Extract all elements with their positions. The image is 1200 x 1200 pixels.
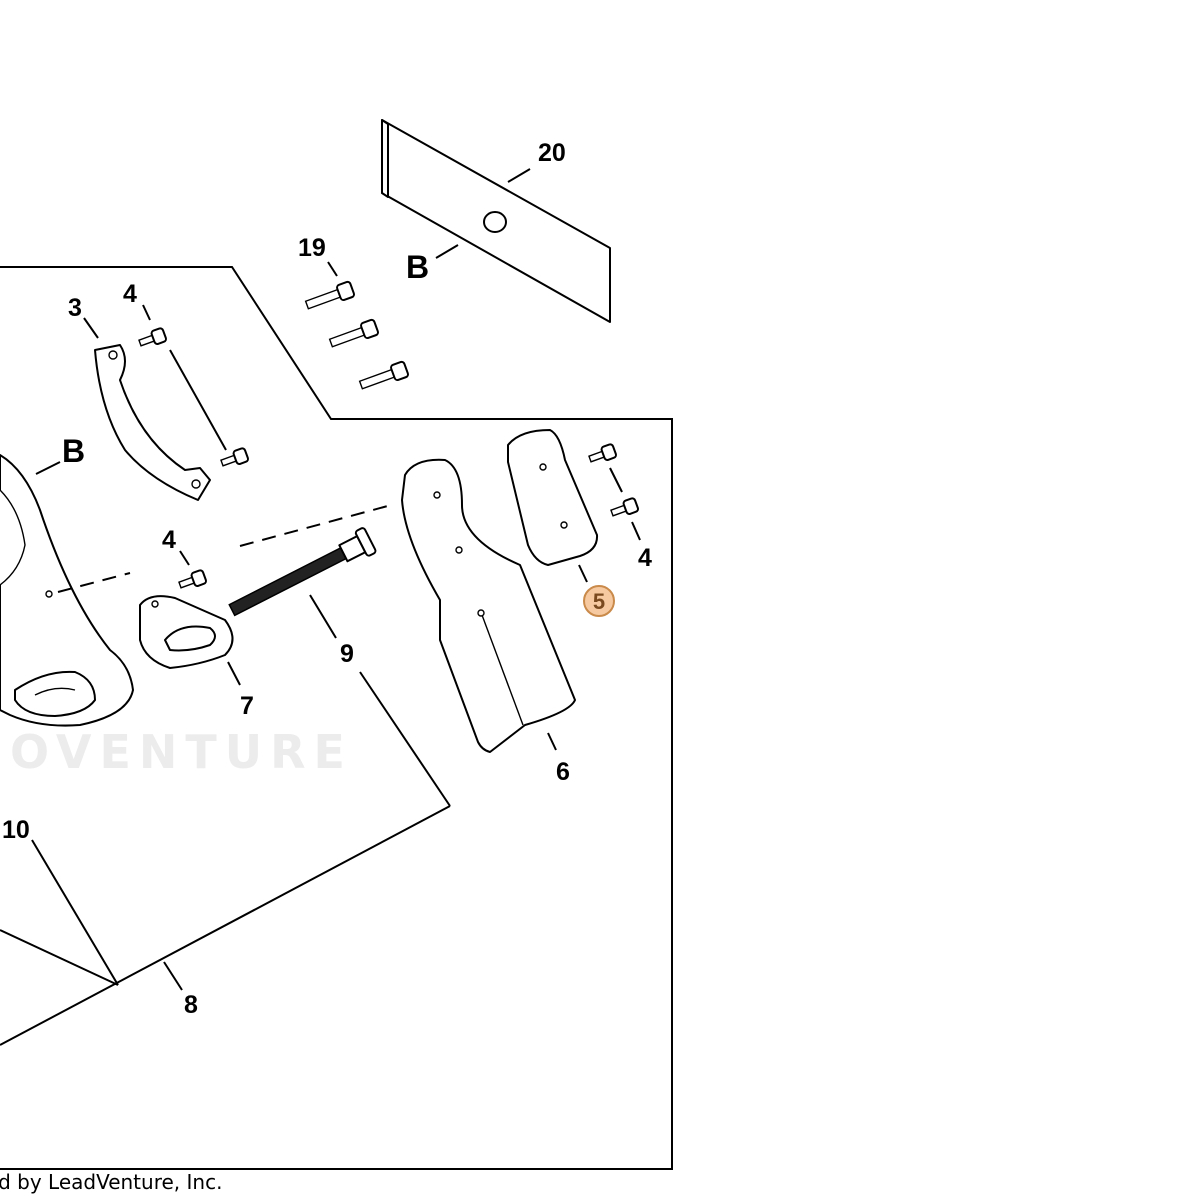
leader-4-right	[631, 521, 641, 541]
callout-20: 20	[538, 139, 566, 167]
leader-4-upper-axis	[169, 349, 227, 451]
callout-4-right: 4	[638, 544, 652, 572]
callout-19: 19	[298, 234, 326, 262]
part-5-plate	[507, 429, 599, 566]
part-19-bolts	[304, 280, 409, 390]
leader-5	[578, 564, 588, 583]
leader-6	[547, 732, 557, 751]
callout-6: 6	[556, 758, 570, 786]
leader-4-upper	[142, 304, 151, 321]
callout-5: 5	[593, 589, 605, 614]
reference-label-b-top: B	[406, 249, 429, 285]
reference-label-b-left: B	[62, 433, 85, 469]
leader-20	[507, 168, 531, 183]
part-9-tension-screw	[228, 527, 377, 617]
callout-8: 8	[184, 991, 198, 1019]
leader-4-middle	[179, 550, 190, 566]
leader-3	[83, 317, 99, 339]
callout-10: 10	[2, 816, 30, 844]
callout-4-upper: 4	[123, 280, 137, 308]
part-4-screws-right	[588, 443, 639, 517]
part-6-cover-plate	[401, 458, 576, 753]
callout-3: 3	[68, 294, 82, 322]
leader-9-frame	[359, 671, 451, 807]
part-3-bracket	[94, 344, 211, 501]
part-4-screw-middle	[178, 569, 207, 589]
watermark-text: OVENTURE	[10, 725, 353, 779]
leader-19	[327, 261, 338, 277]
assembly-outline	[0, 266, 673, 1170]
footer-credit: red by LeadVenture, Inc.	[0, 1170, 223, 1194]
part-8-frame	[0, 805, 451, 1046]
part-4-screws-upper	[138, 327, 249, 467]
leader-9	[309, 594, 337, 639]
callout-4-middle: 4	[162, 526, 176, 554]
part-7-guide-block	[139, 595, 234, 669]
callout-5-highlight[interactable]: 5	[583, 585, 615, 617]
leader-8	[163, 961, 183, 991]
leader-b-top	[435, 244, 459, 259]
part-20-plate	[381, 119, 611, 323]
callout-7: 7	[240, 692, 254, 720]
callout-9: 9	[340, 640, 354, 668]
leader-4-right-axis	[609, 467, 623, 493]
alignment-line-housing	[57, 572, 131, 593]
leader-7	[227, 661, 241, 686]
leader-b-left	[35, 461, 61, 475]
alignment-line-plate	[239, 503, 396, 547]
